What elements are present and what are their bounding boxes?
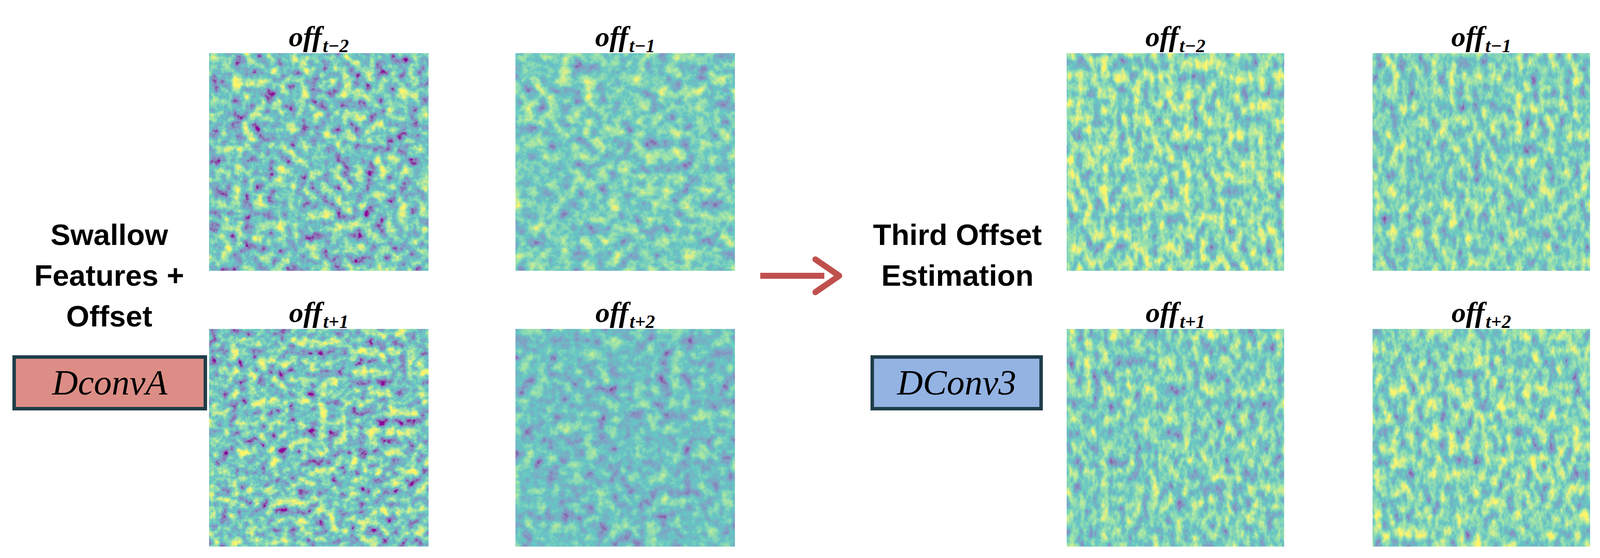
heatmap-title: offt−1 (594, 22, 655, 52)
heatmap-images (209, 53, 1591, 547)
time-subscript: t+1 (323, 310, 349, 332)
offset-heatmap: offt+1 (209, 328, 429, 547)
offset-heatmap: offt+2 (1372, 328, 1591, 547)
stage-label: Swallow Features + Offset (9, 214, 209, 337)
module-name: DconvA (52, 362, 168, 404)
heatmap (1066, 53, 1285, 271)
offset-heatmap: offt−2 (209, 53, 429, 271)
heatmap (209, 53, 429, 271)
heatmap (1066, 53, 1285, 271)
module-name: DConv3 (897, 362, 1017, 404)
heatmap-title: offt+1 (1145, 297, 1206, 327)
heatmap (515, 53, 735, 271)
offset-symbol: off (595, 295, 629, 329)
offset-heatmap: offt−2 (1066, 53, 1285, 271)
offset-heatmap: offt+1 (1066, 328, 1285, 547)
offset-symbol: off (1451, 295, 1485, 329)
heatmap (1372, 53, 1591, 271)
heatmap (1066, 328, 1285, 547)
heatmap (209, 328, 429, 547)
offset-symbol: off (1145, 20, 1179, 53)
time-subscript: t−1 (629, 35, 656, 57)
offset-symbol: off (1451, 20, 1485, 53)
heatmap-title: offt+2 (595, 297, 655, 327)
heatmap-title: offt−2 (1145, 22, 1206, 52)
heatmap (1372, 53, 1591, 271)
heatmap-title: offt+2 (1451, 297, 1512, 327)
stage-label: Third Offset Estimation (872, 214, 1042, 296)
heatmap (515, 328, 735, 547)
arrow-head (815, 259, 840, 292)
offset-heatmap: offt−1 (1372, 53, 1591, 271)
heatmap (1372, 328, 1591, 547)
time-subscript: t+2 (629, 310, 655, 332)
heatmap (209, 328, 429, 547)
heatmap-title: offt−2 (288, 22, 349, 52)
time-subscript: t+2 (1485, 310, 1512, 332)
time-subscript: t−2 (1179, 35, 1206, 57)
heatmap (209, 53, 429, 271)
offset-heatmap: offt−1 (515, 53, 735, 271)
offset-symbol: off (594, 20, 629, 53)
time-subscript: t−2 (322, 35, 350, 57)
heatmap (1372, 328, 1591, 547)
time-subscript: t−1 (1485, 35, 1512, 57)
heatmap-title: offt+1 (289, 297, 349, 327)
module-box: DConv3 (870, 355, 1043, 411)
heatmap-title: offt−1 (1451, 22, 1512, 52)
offset-symbol: off (1145, 295, 1179, 329)
offset-symbol: off (288, 20, 322, 53)
time-subscript: t+1 (1179, 310, 1206, 332)
flow-arrow (760, 259, 840, 292)
heatmap (515, 53, 735, 271)
arrow-shaft (760, 272, 825, 279)
offset-symbol: off (289, 295, 323, 329)
module-box: DconvA (12, 355, 208, 411)
heatmap (1066, 328, 1285, 547)
heatmap (515, 328, 735, 547)
offset-heatmap: offt+2 (515, 328, 735, 547)
